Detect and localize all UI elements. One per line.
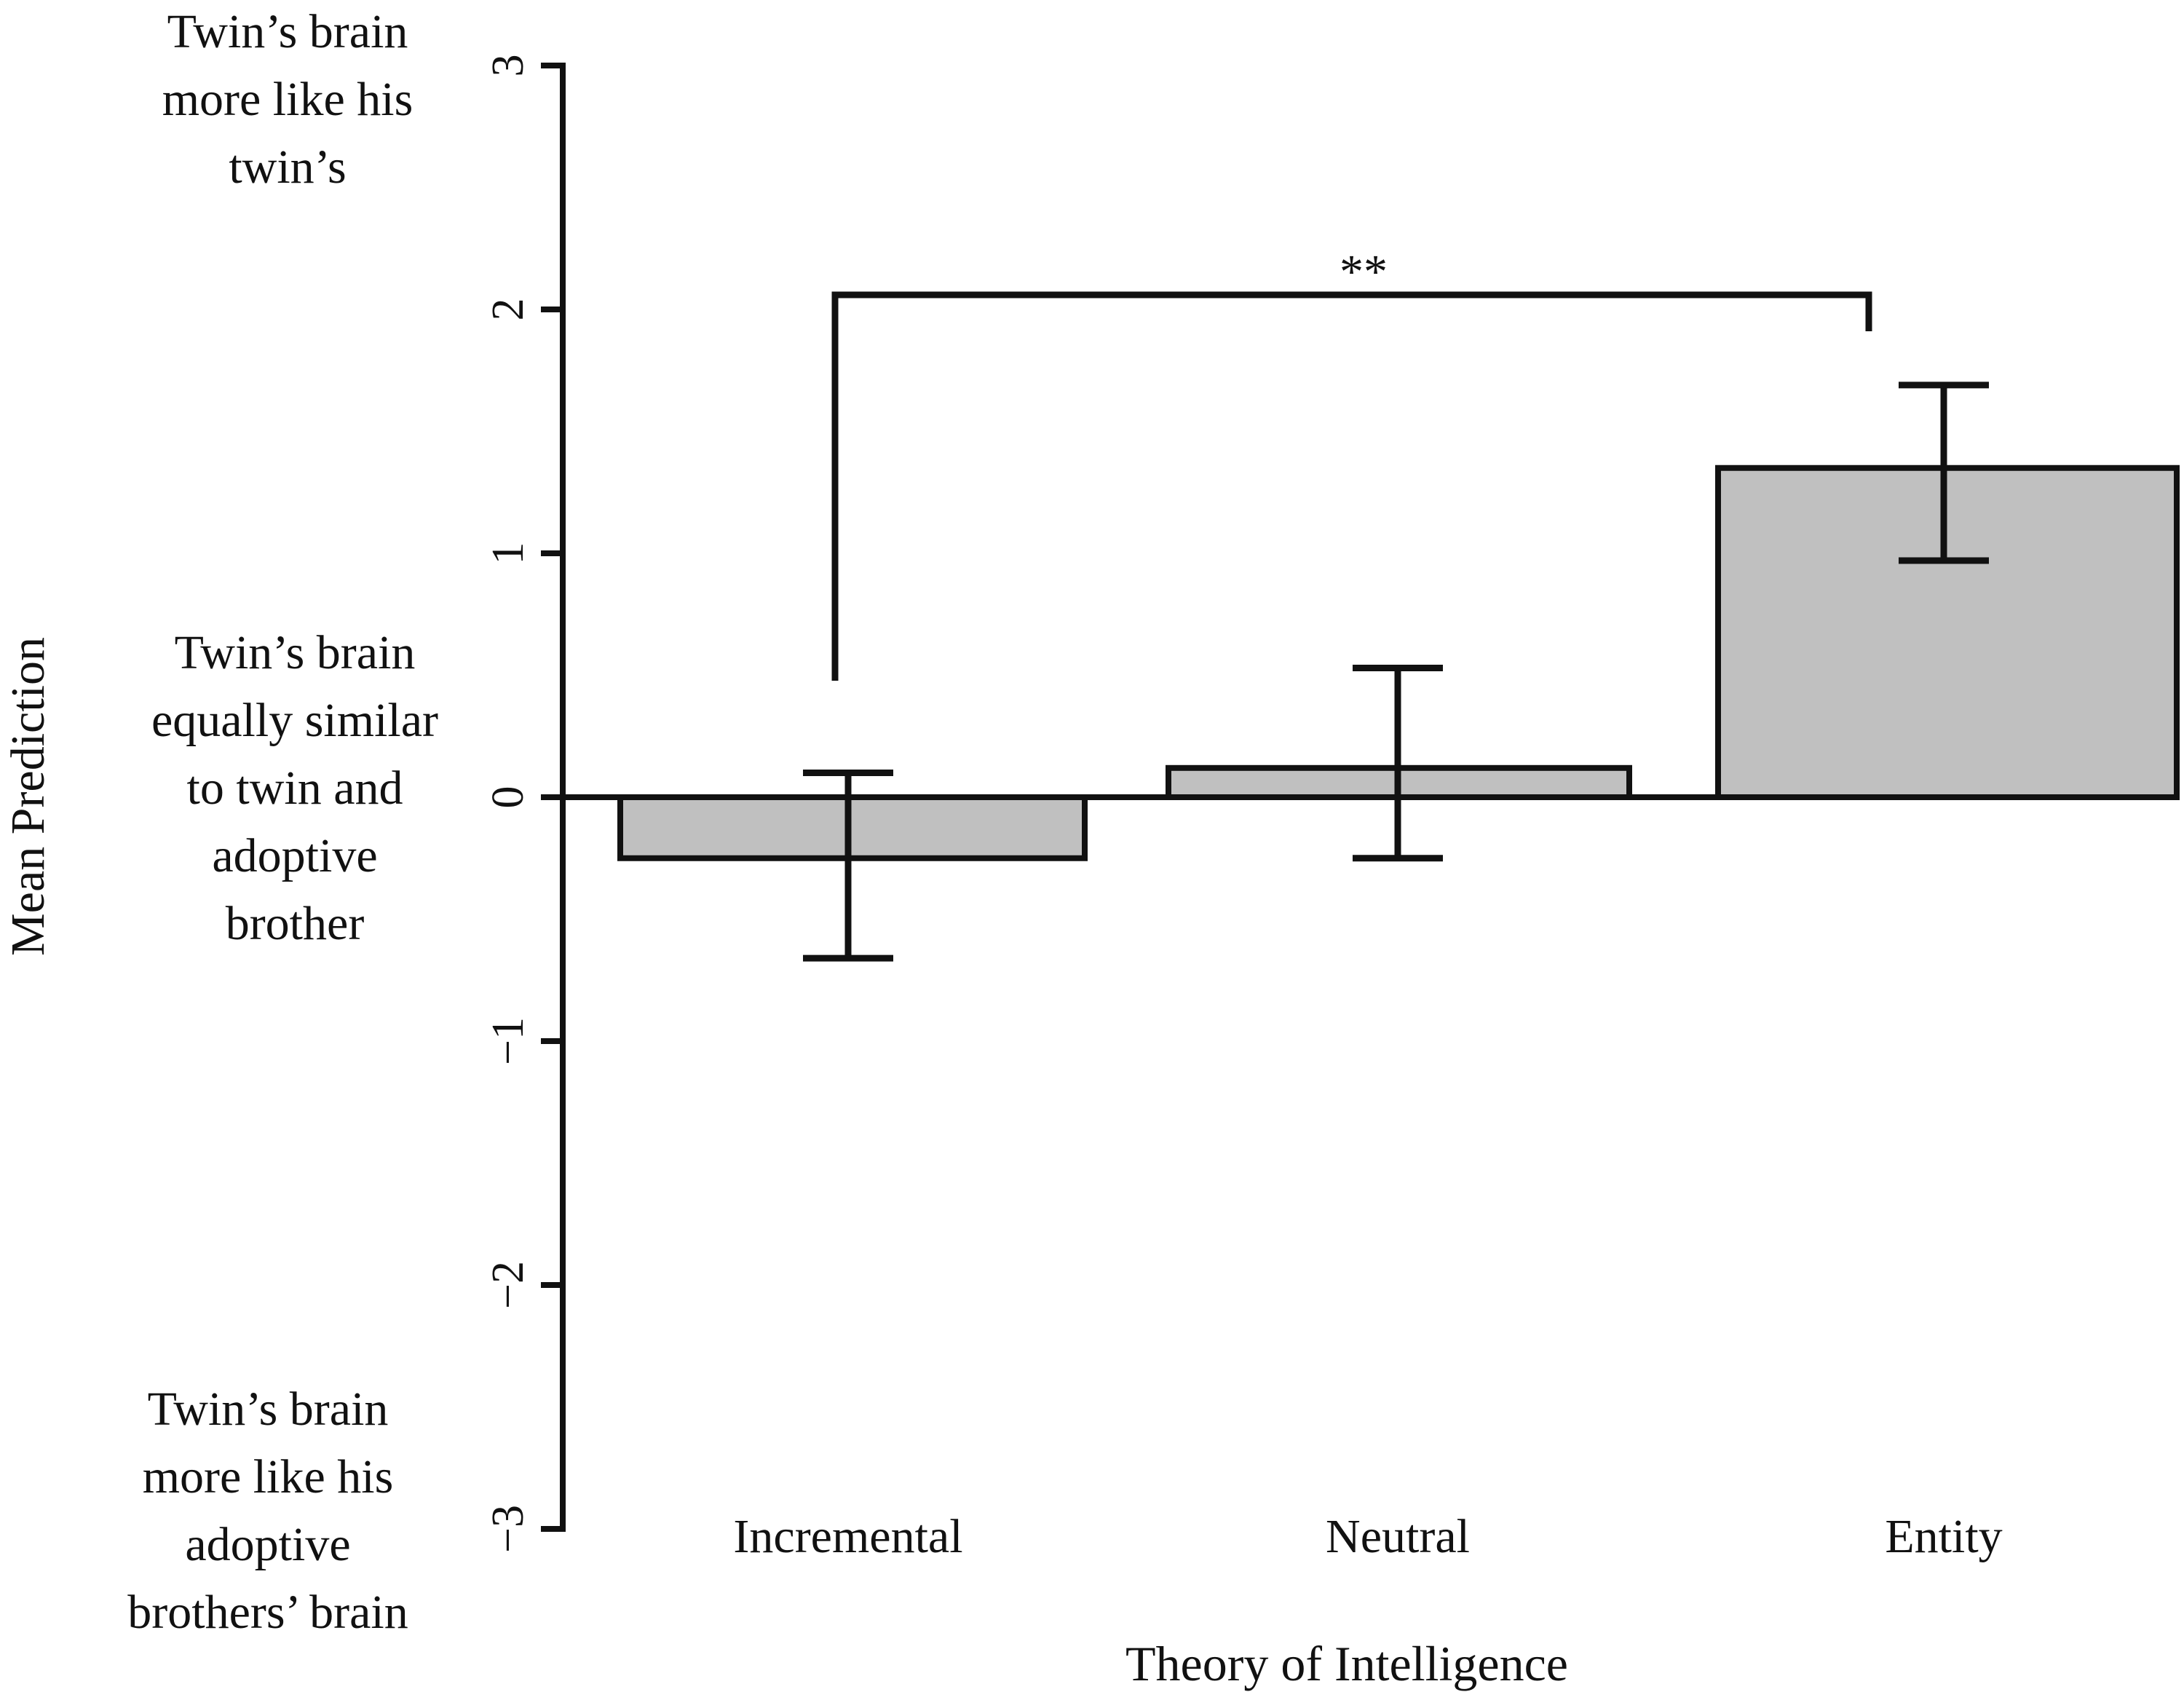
anchor-label-middle-line: brother	[226, 897, 365, 950]
y-tick-label: 3	[483, 55, 533, 77]
y-tick-label: 2	[483, 299, 533, 321]
y-axis-label: Mean Prediction	[1, 637, 55, 956]
bar-incremental	[617, 794, 1088, 861]
anchor-label-bottom-line: adoptive	[185, 1518, 350, 1571]
anchor-label-middle-line: Twin’s brain	[175, 626, 416, 679]
anchor-label-middle-line: equally similar	[151, 694, 438, 747]
anchor-label-bottom-line: more like his	[143, 1450, 394, 1503]
significance-bracket: **	[831, 245, 1872, 681]
anchor-label-bottom-line: brothers’ brain	[127, 1586, 408, 1639]
bar-entity	[1715, 464, 2180, 800]
anchor-label-bottom-line: Twin’s brain	[148, 1383, 389, 1436]
anchor-label-top-line: Twin’s brain	[167, 5, 408, 58]
y-axis: −3 −2 −1 0 1 2 3	[483, 55, 566, 1553]
y-tick-label: −1	[483, 1017, 533, 1065]
bars	[563, 381, 2180, 962]
y-tick-label: 0	[483, 786, 533, 809]
anchor-label-middle-line: adoptive	[212, 829, 377, 882]
significance-line	[831, 291, 1872, 681]
anchor-label-top-line: twin’s	[229, 141, 346, 194]
x-tick-label-neutral: Neutral	[1326, 1510, 1470, 1563]
x-tick-label-incremental: Incremental	[733, 1510, 962, 1563]
significance-label: **	[1340, 245, 1388, 299]
x-tick-label-entity: Entity	[1885, 1510, 2002, 1563]
anchor-label-middle-line: to twin and	[187, 762, 403, 815]
anchor-label-top-line: more like his	[162, 73, 414, 126]
anchor-label-bottom: Twin’s brain more like his adoptive brother…	[127, 1383, 408, 1639]
x-axis-categories: Incremental Neutral Entity	[733, 1510, 2002, 1563]
y-tick-label: −2	[483, 1261, 533, 1309]
y-tick-label: −3	[483, 1505, 533, 1553]
y-tick-label: 1	[483, 542, 533, 565]
x-axis-label: Theory of Intelligence	[1125, 1636, 1568, 1691]
anchor-label-middle: Twin’s brain equally similar to twin and ad…	[151, 626, 438, 950]
anchor-label-top: Twin’s brain more like his twin’s	[162, 5, 414, 194]
